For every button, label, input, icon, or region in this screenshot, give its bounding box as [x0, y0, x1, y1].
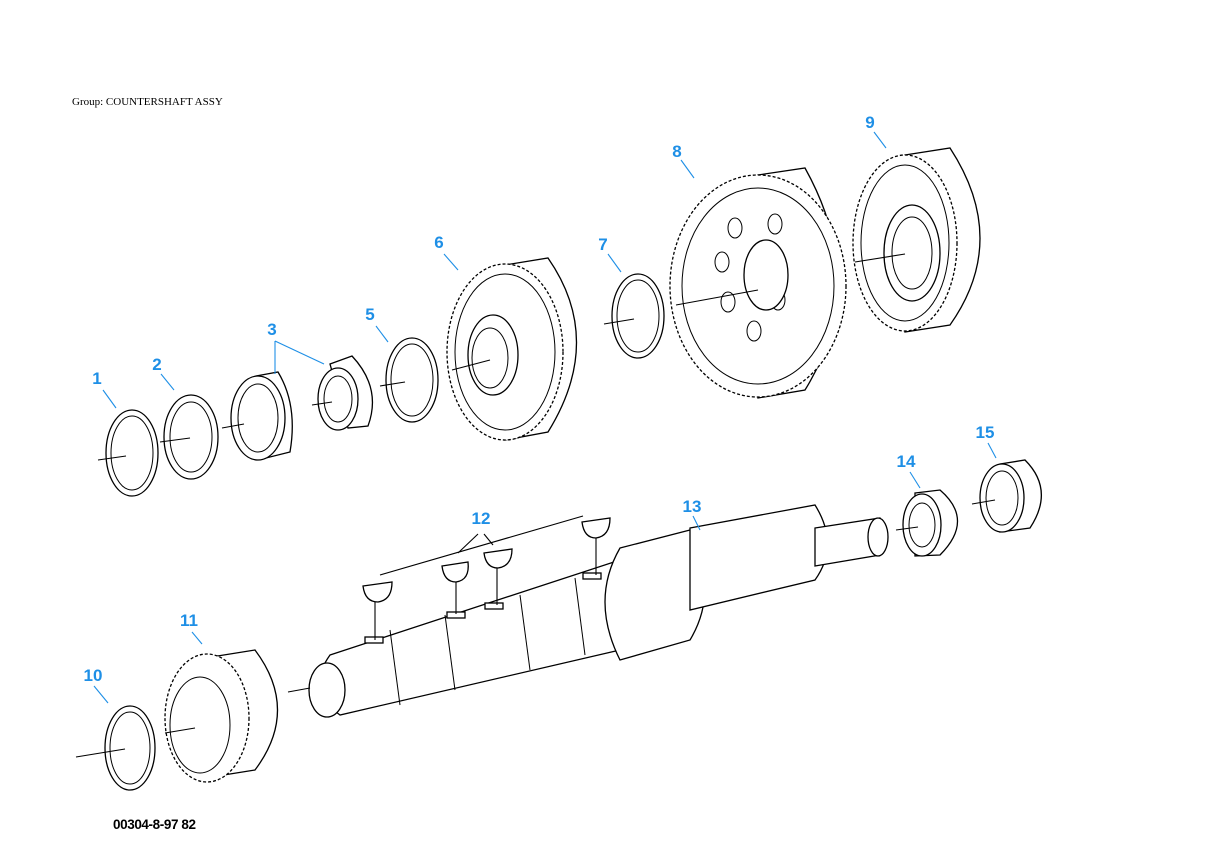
part-9-gear[interactable]: [852, 147, 981, 333]
part-11-gear[interactable]: [164, 649, 279, 783]
part-14-bearing-cone[interactable]: [895, 489, 959, 557]
callout-7[interactable]: 7: [598, 235, 608, 254]
callout-14[interactable]: 14: [896, 452, 916, 471]
part-12-woodruff-keys[interactable]: [362, 515, 611, 640]
part-2-ring[interactable]: [159, 394, 219, 480]
callout-3[interactable]: 3: [267, 320, 277, 339]
callout-11[interactable]: 11: [180, 611, 198, 630]
part-6-gear[interactable]: [446, 257, 578, 441]
callout-10[interactable]: 10: [83, 666, 103, 685]
callout-6[interactable]: 6: [434, 233, 444, 252]
drawing-number: 00304-8-97 82: [113, 817, 196, 832]
callout-13[interactable]: 13: [682, 497, 702, 516]
callout-2[interactable]: 2: [152, 355, 162, 374]
part-8-gear[interactable]: [669, 167, 847, 399]
part-3-bearing-cup[interactable]: [221, 371, 293, 461]
part-7-snap-ring[interactable]: [603, 273, 665, 359]
callout-9[interactable]: 9: [865, 113, 875, 132]
part-13-countershaft[interactable]: [287, 504, 889, 718]
callout-leaders: [93, 131, 997, 704]
part-5-snap-ring[interactable]: [379, 337, 439, 423]
group-title: Group: COUNTERSHAFT ASSY: [72, 96, 223, 108]
part-10-snap-ring[interactable]: [75, 705, 156, 791]
callout-5[interactable]: 5: [365, 305, 375, 324]
callout-12[interactable]: 12: [471, 509, 491, 528]
part-15-bearing-cup[interactable]: [971, 459, 1042, 533]
callout-1[interactable]: 1: [92, 369, 102, 388]
callout-15[interactable]: 15: [975, 423, 995, 442]
callout-8[interactable]: 8: [672, 142, 682, 161]
part-3-bearing-cone[interactable]: [311, 355, 374, 431]
part-1-snap-ring[interactable]: [97, 409, 159, 497]
